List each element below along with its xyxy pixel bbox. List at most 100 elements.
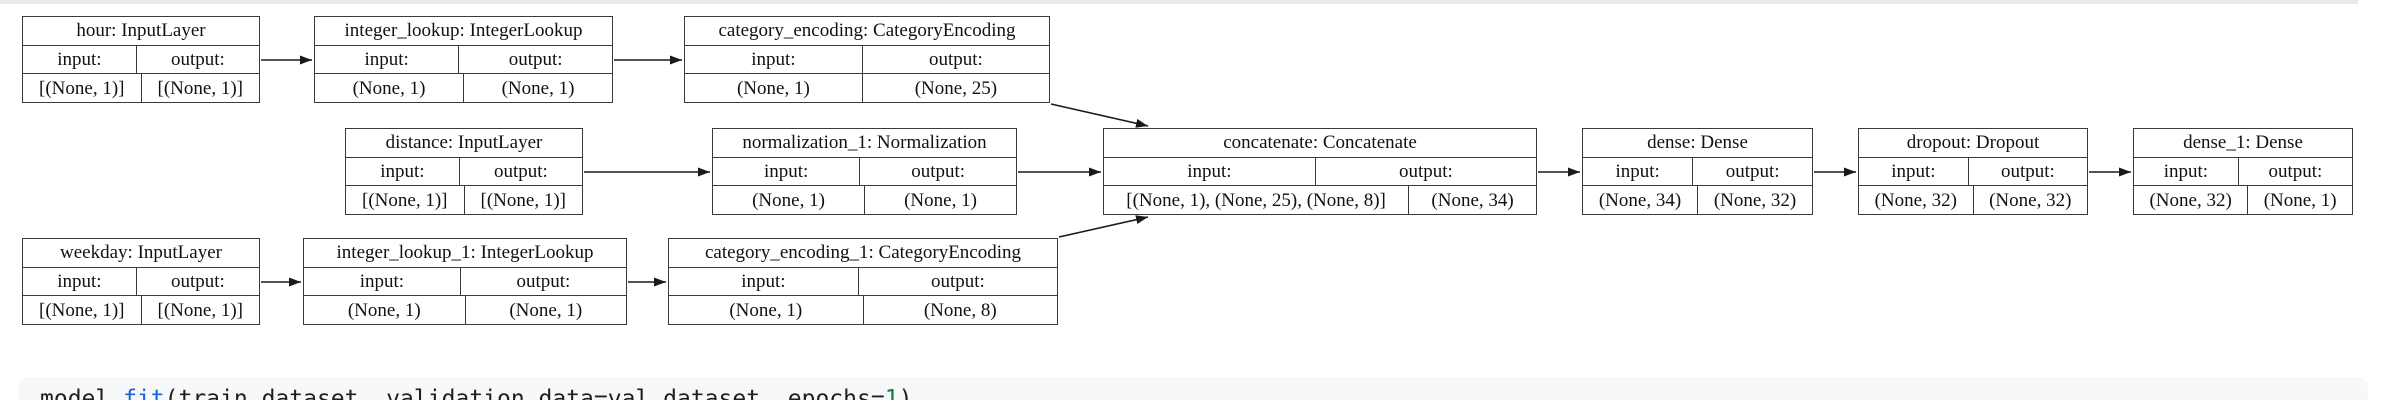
io-labels-row: input: output: xyxy=(2134,157,2352,187)
input-shape: (None, 34) xyxy=(1598,189,1682,211)
io-labels-row: input: output: xyxy=(346,157,582,187)
code-token: (train_dataset, validation_data=val_data… xyxy=(164,386,885,400)
io-shapes-row: [(None, 1), (None, 25), (None, 8)] (None,… xyxy=(1104,186,1536,215)
output-label: output: xyxy=(1692,157,1812,186)
layer-node-normalization_1: normalization_1: Normalization input: outp… xyxy=(712,128,1017,215)
code-token: fit xyxy=(123,386,165,400)
layer-title: integer_lookup_1: IntegerLookup xyxy=(304,239,626,268)
layer-title: dense_1: Dense xyxy=(2134,129,2352,158)
io-shapes-row: (None, 1) (None, 25) xyxy=(685,74,1049,103)
output-shape: (None, 1) xyxy=(463,74,612,103)
input-label: input: xyxy=(763,161,809,182)
output-label: output: xyxy=(135,45,259,74)
code-cell[interactable]: model.fit(train_dataset, validation_data… xyxy=(18,377,2368,400)
input-shape: [(None, 1)] xyxy=(39,299,125,321)
io-labels-row: input: output: xyxy=(315,45,612,75)
output-shape: (None, 1) xyxy=(2247,186,2352,215)
output-label: output: xyxy=(458,157,582,186)
io-labels-row: input: output: xyxy=(304,267,626,297)
input-label: input: xyxy=(57,271,102,292)
io-labels-row: input: output: xyxy=(23,45,259,75)
output-shape: (None, 32) xyxy=(1972,186,2088,215)
layer-title: dense: Dense xyxy=(1583,129,1812,158)
output-label: output: xyxy=(859,157,1016,186)
output-label: output: xyxy=(861,45,1049,74)
output-shape: (None, 8) xyxy=(862,296,1058,325)
layer-title: normalization_1: Normalization xyxy=(713,129,1016,158)
output-shape: (None, 32) xyxy=(1697,186,1812,215)
io-shapes-row: (None, 1) (None, 1) xyxy=(315,74,612,103)
layer-title: hour: InputLayer xyxy=(23,17,259,46)
layer-title: category_encoding_1: CategoryEncoding xyxy=(669,239,1057,268)
input-label: input: xyxy=(741,271,786,292)
input-label: input: xyxy=(359,271,405,292)
output-shape: (None, 1) xyxy=(464,296,627,325)
io-shapes-row: [(None, 1)] [(None, 1)] xyxy=(346,186,583,215)
input-shape: (None, 1) xyxy=(729,299,803,321)
layer-title: weekday: InputLayer xyxy=(23,239,259,268)
output-shape: [(None, 1)] xyxy=(463,186,583,215)
input-label: input: xyxy=(1615,161,1660,182)
output-label: output: xyxy=(458,45,612,74)
output-label: output: xyxy=(135,267,259,296)
input-label: input: xyxy=(2163,161,2209,182)
edge-category_encoding-to-concatenate xyxy=(1050,103,1149,128)
layer-title: distance: InputLayer xyxy=(346,129,582,158)
io-shapes-row: (None, 1) (None, 8) xyxy=(669,296,1058,325)
input-shape: [(None, 1)] xyxy=(39,77,125,99)
input-label: input: xyxy=(1891,161,1936,182)
input-shape: [(None, 1)] xyxy=(362,189,448,211)
output-shape: (None, 25) xyxy=(861,74,1049,103)
io-shapes-row: [(None, 1)] [(None, 1)] xyxy=(23,296,260,325)
previous-cell-edge xyxy=(0,0,2358,4)
layer-title: integer_lookup: IntegerLookup xyxy=(315,17,612,46)
io-labels-row: input: output: xyxy=(669,267,1057,297)
output-label: output: xyxy=(1314,157,1536,186)
input-shape: (None, 1) xyxy=(736,77,810,99)
code-token: model. xyxy=(40,386,124,400)
output-shape: (None, 34) xyxy=(1408,186,1536,215)
input-shape: (None, 32) xyxy=(1874,189,1957,211)
input-shape: (None, 1) xyxy=(352,77,426,99)
io-labels-row: input:output: xyxy=(1859,157,2087,187)
layer-node-integer_lookup_1: integer_lookup_1: IntegerLookup input: out… xyxy=(303,238,627,325)
layer-title: category_encoding: CategoryEncoding xyxy=(685,17,1049,46)
io-labels-row: input: output: xyxy=(713,157,1016,187)
io-labels-row: input: output: xyxy=(685,45,1049,75)
input-label: input: xyxy=(57,49,102,70)
output-shape: [(None, 1)] xyxy=(140,296,260,325)
layer-node-dense_1: dense_1: Dense input: output:(None, 32) (No… xyxy=(2133,128,2353,215)
input-shape: (None, 32) xyxy=(2149,189,2232,211)
input-shape: (None, 1) xyxy=(752,189,825,211)
io-shapes-row: (None, 34) (None, 32) xyxy=(1583,186,1812,215)
input-shape: (None, 1) xyxy=(347,299,421,321)
io-shapes-row: (None, 32) (None, 32) xyxy=(1859,186,2088,215)
io-shapes-row: [(None, 1)] [(None, 1)] xyxy=(23,74,260,103)
output-label: output: xyxy=(857,267,1057,296)
io-labels-row: input: output: xyxy=(1104,157,1536,187)
io-labels-row: input: output: xyxy=(1583,157,1812,187)
output-label: output: xyxy=(2237,157,2352,186)
layer-title: dropout: Dropout xyxy=(1859,129,2087,158)
input-label: input: xyxy=(1187,161,1232,182)
code-line[interactable]: model.fit(train_dataset, validation_data… xyxy=(40,385,912,400)
input-label: input: xyxy=(380,161,425,182)
code-token: 1 xyxy=(884,386,899,400)
io-shapes-row: (None, 1)(None, 1) xyxy=(713,186,1016,215)
io-labels-row: input: output: xyxy=(23,267,259,297)
output-shape: [(None, 1)] xyxy=(140,74,260,103)
input-label: input: xyxy=(364,49,409,70)
input-shape: [(None, 1), (None, 25), (None, 8)] xyxy=(1126,189,1386,211)
output-label: output: xyxy=(459,267,626,296)
input-label: input: xyxy=(751,49,796,70)
io-shapes-row: (None, 1) (None, 1) xyxy=(304,296,627,325)
